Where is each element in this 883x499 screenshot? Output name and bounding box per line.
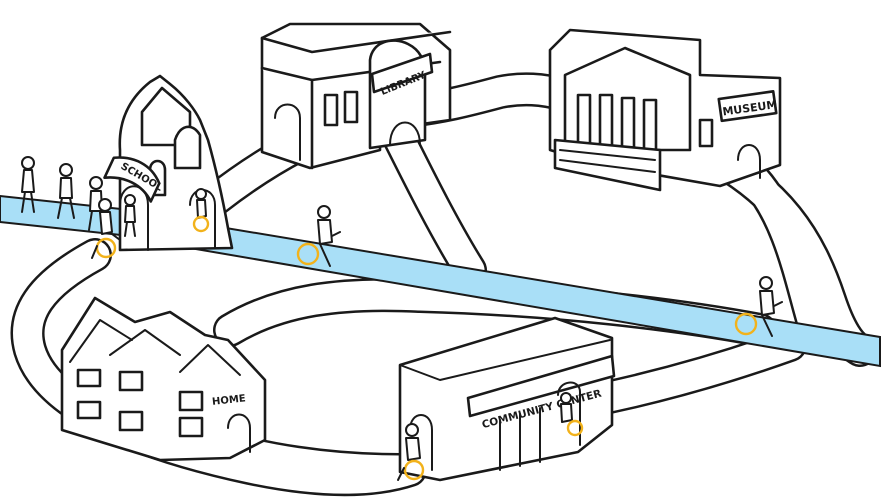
museum-building: MUSEUM	[550, 30, 780, 190]
community-center-building: COMMUNITY CENTER	[400, 318, 614, 480]
school-building: SCHOOL	[104, 76, 232, 250]
